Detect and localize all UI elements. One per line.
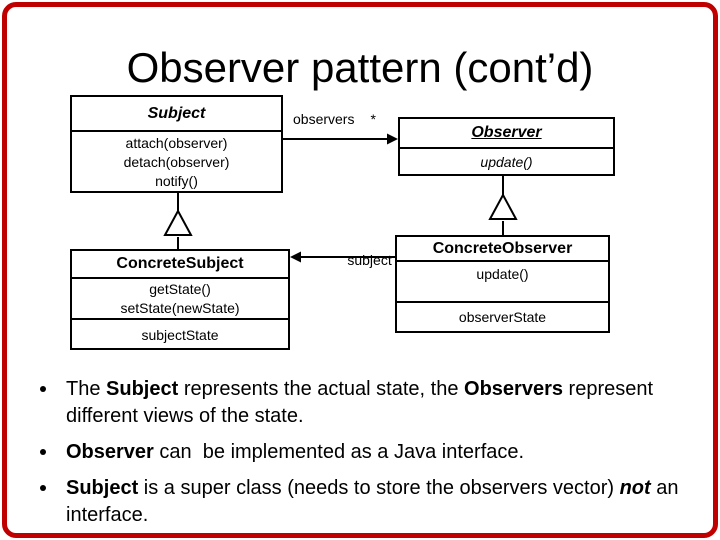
association-role-name: observers bbox=[293, 111, 355, 127]
bullet-icon bbox=[40, 386, 46, 392]
association-label-subject: subject bbox=[324, 236, 392, 284]
uml-class-observer: Observer update() bbox=[398, 117, 615, 176]
uml-class-concrete-observer: ConcreteObserver update() observerState bbox=[395, 235, 610, 333]
association-observers-arrow bbox=[283, 133, 398, 145]
class-attributes: subjectState bbox=[72, 320, 288, 351]
class-method: update() bbox=[476, 266, 529, 282]
class-method: attach(observer) bbox=[125, 135, 228, 151]
class-name: ConcreteSubject bbox=[72, 251, 288, 279]
page-title: Observer pattern (cont’d) bbox=[126, 44, 594, 91]
bullet-list: The Subject represents the actual state,… bbox=[40, 376, 706, 538]
class-name: Subject bbox=[72, 97, 281, 132]
arrowhead-right-icon bbox=[387, 133, 398, 145]
class-attributes: observerState bbox=[397, 303, 608, 331]
generalization-subject bbox=[163, 193, 193, 249]
class-methods: update() bbox=[400, 149, 613, 175]
class-name: ConcreteObserver bbox=[397, 237, 608, 262]
bullet-item: The Subject represents the actual state,… bbox=[40, 376, 706, 430]
class-method: update() bbox=[480, 154, 533, 170]
bullet-icon bbox=[40, 449, 46, 455]
bullet-text: Subject is a super class (needs to store… bbox=[66, 477, 685, 526]
class-method: notify() bbox=[155, 173, 198, 189]
class-methods: update() bbox=[397, 262, 608, 303]
uml-diagram: Subject attach(observer) detach(observer… bbox=[70, 95, 615, 350]
uml-class-subject: Subject attach(observer) detach(observer… bbox=[70, 95, 283, 193]
bullet-icon bbox=[40, 485, 46, 491]
bullet-item: Observer can be implemented as a Java in… bbox=[40, 439, 706, 466]
uml-class-concrete-subject: ConcreteSubject getState() setState(newS… bbox=[70, 249, 290, 350]
bullet-text: Observer can be implemented as a Java in… bbox=[66, 441, 525, 463]
class-method: setState(newState) bbox=[120, 300, 240, 316]
class-name: Observer bbox=[400, 119, 613, 149]
generalization-triangle-icon bbox=[488, 192, 518, 220]
class-method: detach(observer) bbox=[123, 154, 230, 170]
generalization-observer bbox=[488, 176, 518, 235]
association-label-observers: observers * bbox=[293, 111, 376, 127]
class-attribute: subjectState bbox=[141, 327, 219, 343]
association-role-name: subject bbox=[347, 252, 392, 268]
association-multiplicity: * bbox=[370, 111, 376, 127]
bullet-item: Subject is a super class (needs to store… bbox=[40, 475, 706, 529]
class-methods: attach(observer) detach(observer) notify… bbox=[72, 132, 281, 191]
class-attribute: observerState bbox=[458, 309, 547, 325]
generalization-triangle-icon bbox=[163, 208, 193, 236]
class-methods: getState() setState(newState) bbox=[72, 279, 288, 320]
arrowhead-left-icon bbox=[290, 251, 301, 263]
class-method: getState() bbox=[149, 281, 211, 297]
bullet-text: The Subject represents the actual state,… bbox=[66, 378, 659, 427]
